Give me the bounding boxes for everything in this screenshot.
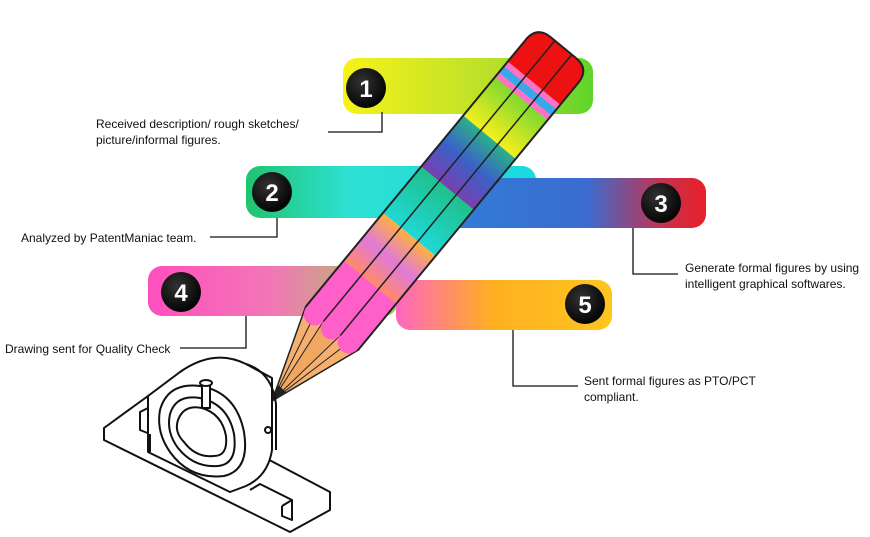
leader-3	[632, 228, 678, 275]
step-4-badge: 4	[161, 272, 201, 312]
band-3	[440, 178, 706, 228]
step-4-label: Drawing sent for Quality Check	[5, 341, 170, 357]
leader-1	[328, 112, 383, 133]
leader-lines	[180, 112, 678, 387]
step-3-text-line1: Generate formal figures by using	[685, 261, 860, 275]
step-4-number: 4	[174, 280, 188, 307]
step-1-label: Received description/ rough sketches/ pi…	[96, 116, 299, 148]
step-2-badge: 2	[252, 172, 292, 212]
step-1-badge: 1	[346, 68, 386, 108]
step-5-text-line2: compliant.	[584, 390, 639, 404]
pencil-icon	[270, 31, 585, 403]
leader-5	[512, 330, 578, 387]
step-1-text-line2: picture/informal figures.	[96, 133, 221, 147]
step-3-number: 3	[654, 191, 667, 218]
step-2-text-line1: Analyzed by PatentManiac team.	[21, 231, 197, 245]
step-5-label: Sent formal figures as PTO/PCT compliant…	[584, 373, 756, 405]
step-5-badge: 5	[565, 284, 605, 324]
step-4-text-line1: Drawing sent for Quality Check	[5, 342, 171, 356]
leader-2	[210, 218, 278, 238]
step-5-text-line1: Sent formal figures as PTO/PCT	[584, 374, 756, 388]
step-3-badge: 3	[641, 183, 681, 223]
leader-4	[180, 316, 247, 349]
step-1-number: 1	[359, 76, 372, 103]
step-2-label: Analyzed by PatentManiac team.	[21, 230, 196, 246]
machine-part-illustration	[103, 356, 331, 533]
step-5-number: 5	[578, 292, 591, 319]
step-1-text-line1: Received description/ rough sketches/	[96, 117, 299, 131]
step-3-label: Generate formal figures by using intelli…	[685, 260, 859, 292]
step-2-number: 2	[265, 180, 278, 207]
band-5	[396, 280, 612, 330]
step-3-text-line2: intelligent graphical softwares.	[685, 277, 846, 291]
